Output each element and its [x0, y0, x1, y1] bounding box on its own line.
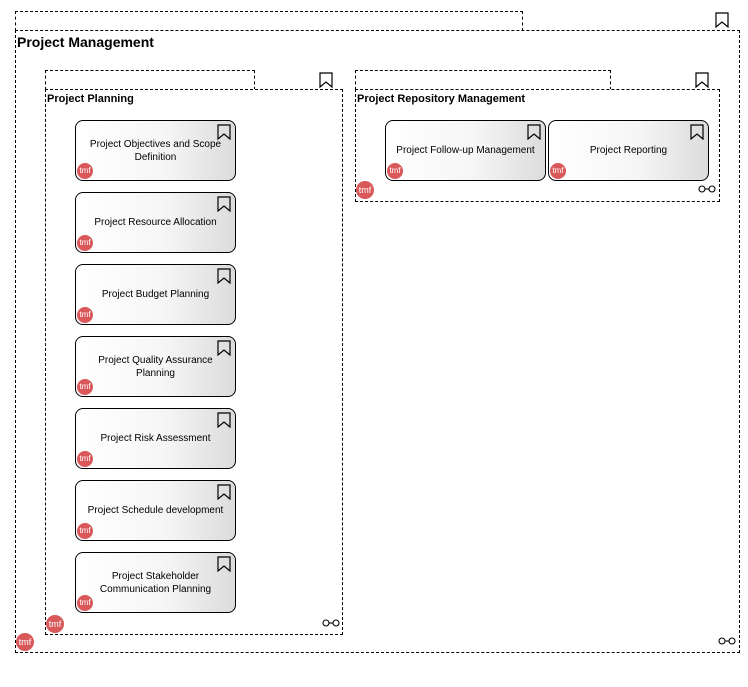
tmf-badge: tmf [77, 235, 93, 251]
tmf-badge: tmf [77, 379, 93, 395]
association-icon [322, 619, 340, 627]
project-planning-title: Project Planning [47, 93, 134, 105]
service-label: Project Schedule development [87, 505, 224, 516]
service-risk-assessment[interactable]: Project Risk Assessment tmf [75, 408, 236, 469]
bookmark-icon [319, 72, 333, 88]
service-label: Project Objectives and Scope Definition [89, 138, 222, 163]
service-label: Project Resource Allocation [94, 217, 217, 228]
tmf-badge: tmf [46, 615, 64, 633]
bookmark-icon [217, 124, 231, 140]
tmf-badge: tmf [387, 163, 403, 179]
service-label: Project Risk Assessment [100, 433, 211, 444]
association-icon [698, 185, 716, 193]
project-planning-tab [45, 70, 255, 90]
bookmark-icon [217, 340, 231, 356]
tmf-badge: tmf [77, 451, 93, 467]
association-icon [718, 637, 736, 645]
tmf-badge: tmf [77, 595, 93, 611]
service-label: Project Follow-up Management [396, 145, 535, 156]
tmf-badge: tmf [356, 181, 374, 199]
bookmark-icon [695, 72, 709, 88]
tmf-badge: tmf [77, 307, 93, 323]
project-repository-management-tab [355, 70, 611, 90]
project-management-tab [15, 11, 523, 31]
tmf-badge: tmf [16, 633, 34, 651]
service-stakeholder-communication-planning[interactable]: Project Stakeholder Communication Planni… [75, 552, 236, 613]
service-resource-allocation[interactable]: Project Resource Allocation tmf [75, 192, 236, 253]
bookmark-icon [715, 12, 729, 28]
service-follow-up-management[interactable]: Project Follow-up Management tmf [385, 120, 546, 181]
bookmark-icon [527, 124, 541, 140]
tmf-badge: tmf [550, 163, 566, 179]
tmf-badge: tmf [77, 163, 93, 179]
bookmark-icon [217, 556, 231, 572]
service-quality-assurance-planning[interactable]: Project Quality Assurance Planning tmf [75, 336, 236, 397]
service-label: Project Budget Planning [101, 289, 210, 300]
service-objectives-scope-definition[interactable]: Project Objectives and Scope Definition … [75, 120, 236, 181]
bookmark-icon [217, 484, 231, 500]
project-repository-management-title: Project Repository Management [357, 93, 526, 105]
service-label: Project Quality Assurance Planning [98, 354, 213, 379]
project-management-title: Project Management [17, 34, 154, 50]
tmf-badge: tmf [77, 523, 93, 539]
service-budget-planning[interactable]: Project Budget Planning tmf [75, 264, 236, 325]
service-schedule-development[interactable]: Project Schedule development tmf [75, 480, 236, 541]
service-label: Project Reporting [589, 145, 668, 156]
bookmark-icon [217, 268, 231, 284]
bookmark-icon [217, 196, 231, 212]
bookmark-icon [690, 124, 704, 140]
bookmark-icon [217, 412, 231, 428]
service-label: Project Stakeholder Communication Planni… [99, 570, 212, 595]
service-reporting[interactable]: Project Reporting tmf [548, 120, 709, 181]
